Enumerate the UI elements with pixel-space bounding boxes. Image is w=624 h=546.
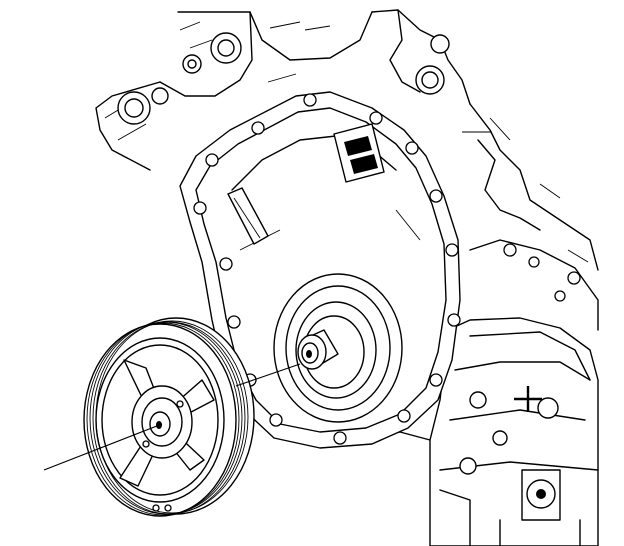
cross-mark bbox=[514, 386, 542, 412]
crankshaft-seal-bore bbox=[274, 274, 402, 422]
cover-bolts bbox=[194, 94, 460, 444]
sensor-plug bbox=[500, 470, 580, 546]
crankshaft-snout bbox=[298, 330, 338, 369]
front-cover bbox=[180, 92, 460, 448]
cover-label-plate bbox=[334, 124, 384, 182]
bolt-boss-top bbox=[118, 33, 449, 124]
callout-line-seal bbox=[236, 364, 300, 386]
cover-slot bbox=[228, 188, 268, 244]
callout-line-balancer bbox=[44, 424, 162, 470]
callout-leaders bbox=[44, 132, 492, 470]
crankshaft-balancer bbox=[84, 318, 254, 516]
